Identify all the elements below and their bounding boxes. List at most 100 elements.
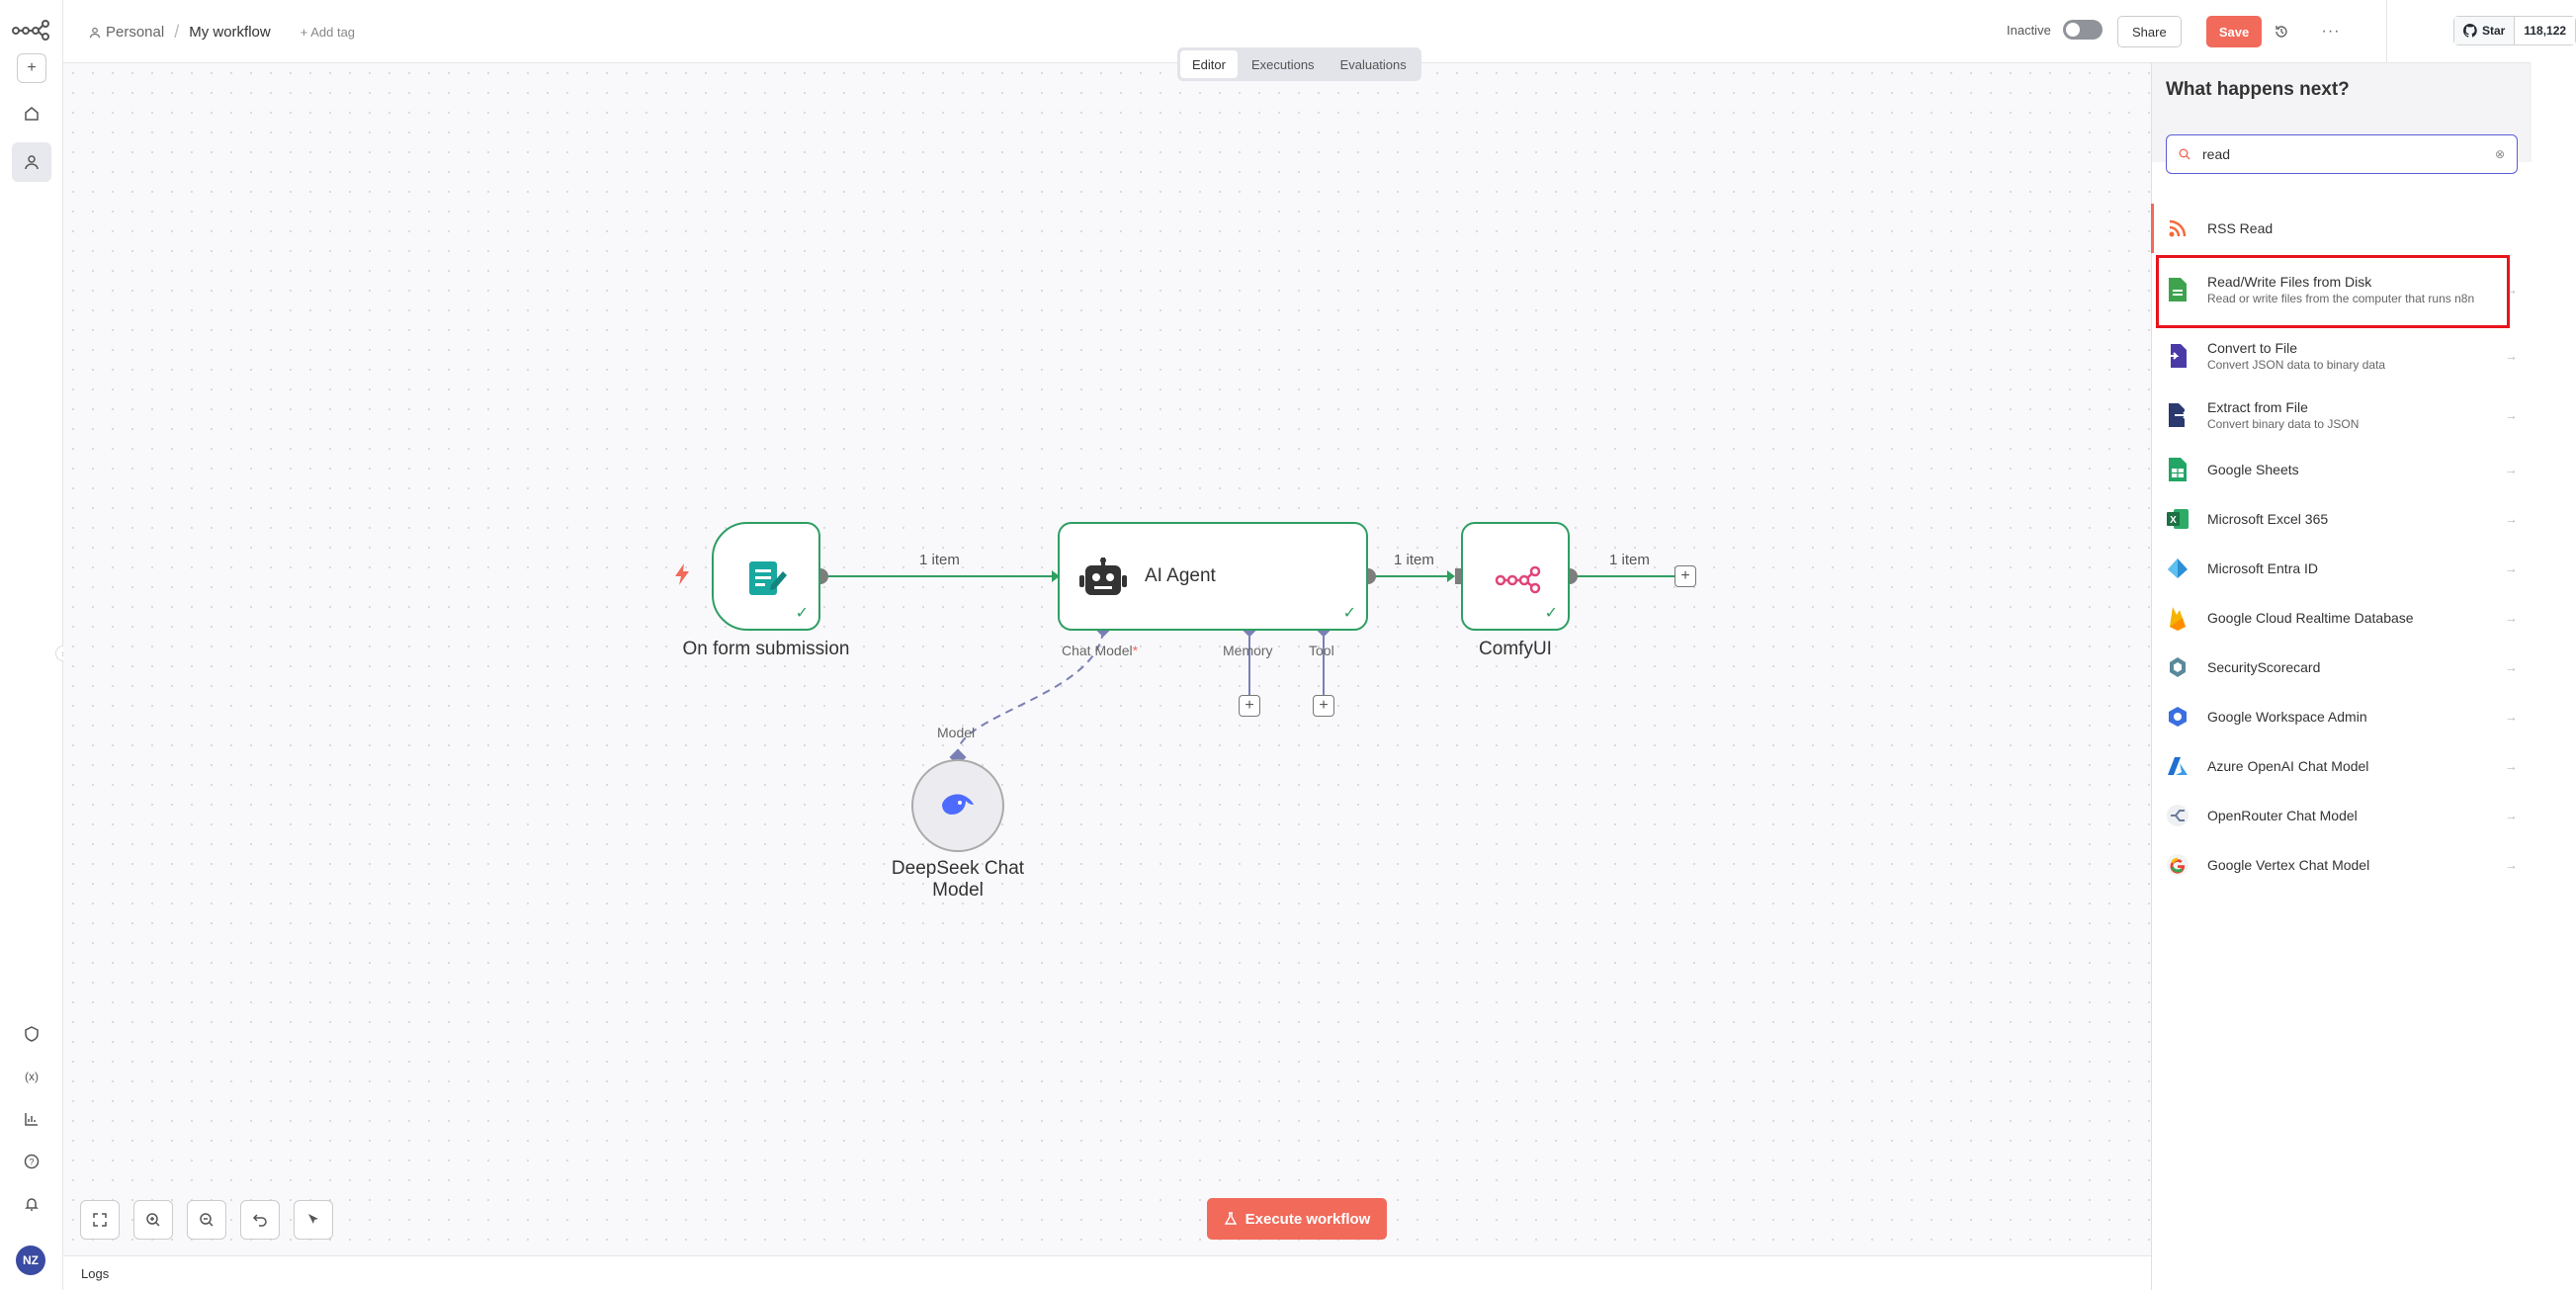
github-star-button[interactable]: Star [2454, 17, 2516, 44]
activation-status-label: Inactive [2007, 22, 2051, 38]
insights-button[interactable] [12, 1099, 51, 1139]
node-list-item[interactable]: RSS Read [2151, 204, 2532, 253]
zoom-in-icon [146, 1213, 160, 1227]
share-button[interactable]: Share [2117, 16, 2182, 47]
arrow-right-icon: → [2505, 659, 2518, 675]
arrow-right-icon: → [2505, 348, 2518, 364]
clear-search-icon[interactable]: ⊗ [2494, 147, 2505, 161]
tab-editor[interactable]: Editor [1180, 50, 1238, 78]
node-list-item-name: Google Workspace Admin [2207, 709, 2367, 725]
github-star-label: Star [2482, 24, 2506, 38]
add-tag-button[interactable]: + Add tag [300, 25, 356, 40]
templates-button[interactable] [12, 1014, 51, 1054]
node-deepseek-title: DeepSeek Chat Model [854, 858, 1062, 902]
extract-file-icon [2164, 401, 2191, 429]
execute-workflow-button[interactable]: Execute workflow [1207, 1198, 1387, 1240]
zoom-to-fit-button[interactable] [80, 1200, 120, 1240]
execute-workflow-label: Execute workflow [1245, 1210, 1371, 1228]
save-button[interactable]: Save [2206, 16, 2262, 47]
add-memory-button[interactable]: + [1239, 695, 1260, 717]
more-icon: ··· [2321, 23, 2341, 40]
node-list-item-description: Read or write files from the computer th… [2207, 291, 2475, 305]
google-icon [2164, 851, 2191, 879]
help-icon: ? [24, 1154, 40, 1169]
n8n-logo-icon[interactable] [11, 17, 50, 41]
help-button[interactable]: ? [12, 1142, 51, 1181]
node-list-item-text: RSS Read [2207, 220, 2273, 236]
node-comfyui[interactable]: ✓ [1461, 522, 1570, 631]
node-list-item[interactable]: Google Vertex Chat Model→ [2152, 840, 2532, 890]
workflow-name[interactable]: My workflow [189, 24, 271, 41]
node-list-item[interactable]: SecurityScorecard→ [2152, 643, 2532, 692]
node-ai-agent[interactable]: AI Agent ✓ [1058, 522, 1368, 631]
logs-panel-toggle[interactable]: Logs [63, 1255, 2151, 1290]
topbar-divider [2386, 0, 2387, 63]
node-deepseek-title-line2: Model [932, 880, 984, 901]
breadcrumb-personal[interactable]: Personal [89, 24, 164, 41]
avatar[interactable]: NZ [16, 1246, 45, 1275]
connections-layer [813, 568, 1674, 766]
add-node-button[interactable]: + [1674, 565, 1696, 587]
node-list-item-description: Convert JSON data to binary data [2207, 357, 2386, 372]
node-form-submission[interactable]: ✓ [712, 522, 820, 631]
node-list-item-name: Microsoft Entra ID [2207, 560, 2319, 576]
undo-button[interactable] [240, 1200, 280, 1240]
edge-label: 1 item [919, 552, 960, 568]
github-star-widget[interactable]: Star 118,122 [2453, 16, 2576, 45]
templates-icon [25, 1026, 39, 1042]
personal-button[interactable] [12, 142, 51, 182]
model-output-label: Model [937, 725, 976, 740]
node-list-item-text: Google Workspace Admin [2207, 709, 2367, 725]
zoom-out-icon [200, 1213, 214, 1227]
flask-icon [1224, 1212, 1237, 1225]
node-list-item-name: OpenRouter Chat Model [2207, 808, 2358, 823]
home-button[interactable] [12, 94, 51, 133]
bell-icon [25, 1198, 39, 1211]
node-list-item[interactable]: Google Sheets→ [2152, 445, 2532, 494]
breadcrumb-personal-label: Personal [106, 24, 165, 41]
home-icon [25, 107, 39, 121]
history-button[interactable] [2270, 20, 2293, 43]
tab-executions[interactable]: Executions [1250, 56, 1315, 72]
node-form-title: On form submission [682, 639, 850, 659]
add-tool-button[interactable]: + [1313, 695, 1334, 717]
success-check-icon: ✓ [795, 605, 809, 622]
variables-button[interactable]: (x) [12, 1057, 51, 1096]
node-list-item[interactable]: Microsoft Entra ID → [2152, 544, 2532, 593]
node-list-item[interactable]: Azure OpenAI Chat Model→ [2152, 741, 2532, 791]
node-list-item[interactable]: OpenRouter Chat Model→ [2152, 791, 2532, 840]
cursor-icon [308, 1214, 318, 1224]
node-search-input[interactable]: read ⊗ [2166, 134, 2518, 174]
activation-toggle[interactable] [2062, 20, 2103, 40]
more-options-button[interactable]: ··· [2319, 20, 2343, 43]
github-star-count[interactable]: 118,122 [2515, 17, 2576, 44]
left-sidebar: + (x) ? NZ [0, 0, 63, 1290]
node-list-item[interactable]: Google Workspace Admin→ [2152, 692, 2532, 741]
arrow-right-icon: → [2505, 560, 2518, 576]
convert-file-icon [2164, 342, 2191, 370]
zoom-in-button[interactable] [133, 1200, 173, 1240]
tidy-up-button[interactable] [294, 1200, 333, 1240]
securityscorecard-icon [2164, 653, 2191, 681]
create-button[interactable]: + [17, 53, 46, 83]
entra-icon [2164, 555, 2191, 582]
deepseek-whale-icon [942, 794, 974, 815]
node-list-item-name: Google Sheets [2207, 462, 2299, 477]
success-check-icon: ✓ [1544, 605, 1558, 622]
variables-icon: (x) [25, 1070, 39, 1083]
workflow-canvas[interactable]: ✓ On form submission AI Agent ✓ 1 item 1… [63, 63, 2151, 1255]
notifications-button[interactable] [12, 1184, 51, 1224]
node-list-item[interactable]: Google Cloud Realtime Database→ [2152, 593, 2532, 643]
node-comfyui-title: ComfyUI [1479, 639, 1552, 659]
openrouter-icon [2164, 802, 2191, 829]
zoom-out-button[interactable] [187, 1200, 226, 1240]
breadcrumb: Personal / My workflow + Add tag [89, 22, 355, 43]
node-deepseek[interactable] [911, 759, 1004, 852]
tab-evaluations[interactable]: Evaluations [1339, 56, 1407, 72]
chat-model-input-label: Chat Model* [1062, 643, 1138, 658]
